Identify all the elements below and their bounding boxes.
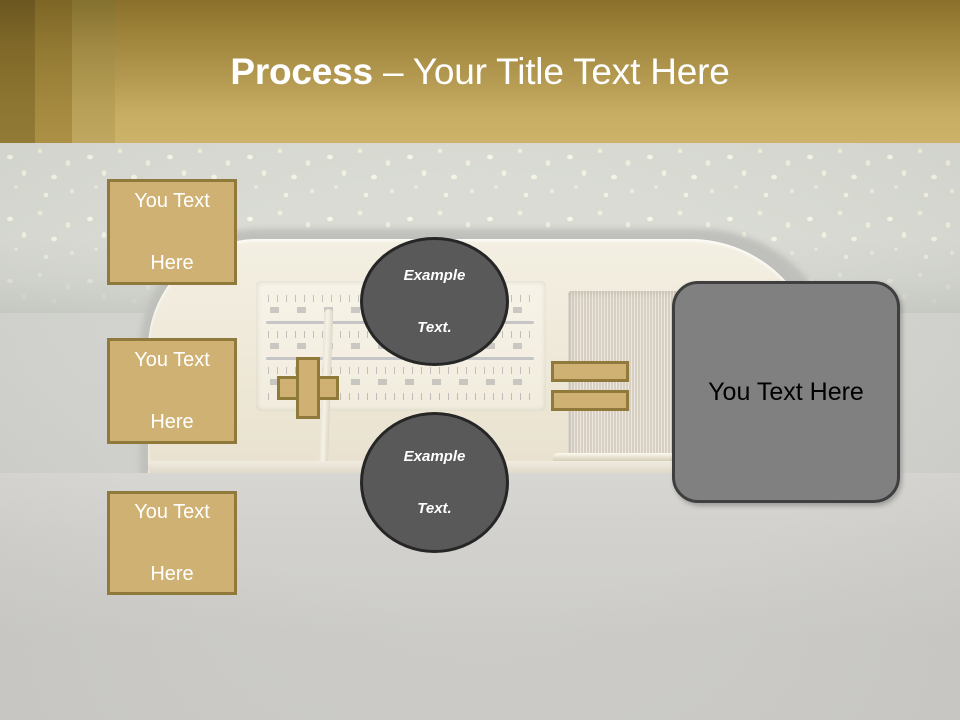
equals-icon — [551, 361, 629, 411]
tan-box-2[interactable]: You Text Here — [107, 338, 237, 444]
accent-band-1 — [0, 0, 35, 143]
equals-icon-bottom-bar — [551, 390, 629, 411]
example-circle-2-line2: Text. — [417, 499, 452, 517]
plus-icon-center — [299, 379, 317, 397]
accent-band-3 — [72, 0, 115, 143]
accent-band-2 — [35, 0, 72, 143]
example-circle-1[interactable]: Example Text. — [360, 237, 509, 366]
example-circle-2[interactable]: Example Text. — [360, 412, 509, 553]
example-circle-1-line2: Text. — [417, 318, 452, 336]
tan-box-2-line1: You Text — [134, 348, 210, 371]
equals-icon-top-bar — [551, 361, 629, 382]
page-title: Process – Your Title Text Here — [0, 49, 960, 95]
tan-box-2-line2: Here — [150, 410, 194, 433]
result-panel[interactable]: You Text Here — [672, 281, 900, 503]
example-circle-1-line1: Example — [403, 266, 466, 284]
page-title-regular: – Your Title Text Here — [372, 51, 730, 92]
title-bar: Process – Your Title Text Here — [0, 0, 960, 143]
page-title-bold: Process — [230, 51, 373, 92]
result-panel-label: You Text Here — [708, 377, 864, 406]
tan-box-3-line2: Here — [150, 562, 194, 585]
tan-box-3-line1: You Text — [134, 500, 210, 523]
plus-icon — [277, 357, 339, 419]
tan-box-3[interactable]: You Text Here — [107, 491, 237, 595]
tan-box-1[interactable]: You Text Here — [107, 179, 237, 285]
example-circle-2-line1: Example — [403, 447, 466, 465]
tan-box-1-line2: Here — [150, 251, 194, 274]
tan-box-1-line1: You Text — [134, 189, 210, 212]
